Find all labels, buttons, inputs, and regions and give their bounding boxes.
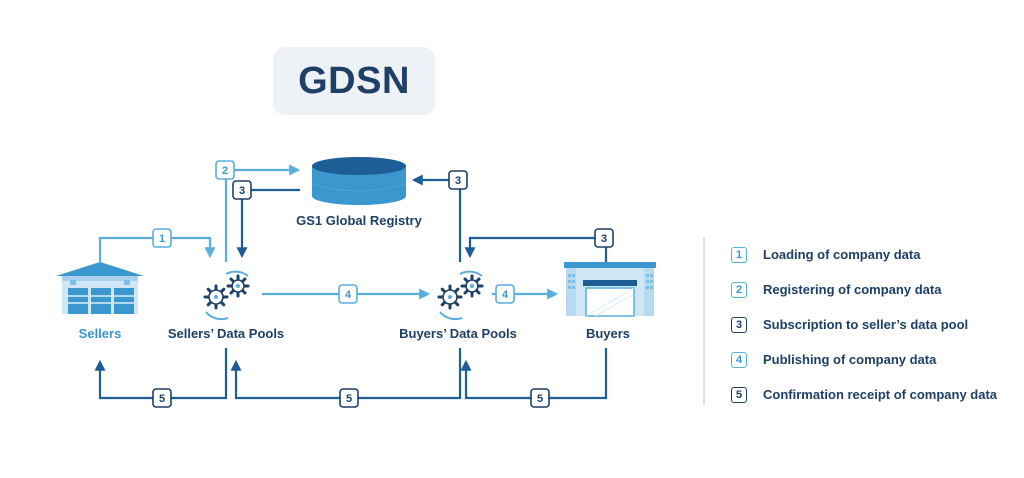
legend-badge: 2 [731,281,747,298]
svg-text:5: 5 [537,393,543,405]
badge-3b: 3 [448,170,468,190]
database-icon [311,157,407,205]
buyers-label: Buyers [585,326,631,341]
title-box: GDSN [273,47,435,115]
badge-4b: 4 [495,284,515,304]
diagram-title: GDSN [298,59,410,102]
legend-badge: 5 [731,386,747,403]
flow-3c-line [464,236,608,262]
badge-3a: 3 [232,180,252,200]
sellers-data-pools-label: Sellers’ Data Pools [167,326,285,341]
svg-text:2: 2 [222,165,228,177]
registry-label: GS1 Global Registry [296,213,422,228]
svg-text:4: 4 [345,289,352,301]
badge-5b: 5 [339,388,359,408]
legend-badge: 1 [731,246,747,263]
svg-text:5: 5 [346,393,352,405]
legend-item-loading: 1 Loading of company data [731,237,997,272]
legend-item-publishing: 4 Publishing of company data [731,342,997,377]
gears-icon [437,270,484,321]
legend-text: Publishing of company data [763,352,937,367]
svg-text:3: 3 [601,233,607,245]
legend-text: Confirmation receipt of company data [763,387,998,402]
badge-2: 2 [215,160,235,180]
svg-text:4: 4 [502,289,509,301]
warehouse-icon [56,262,144,314]
flow-3a-line [236,188,300,259]
svg-text:3: 3 [455,175,461,187]
legend-text: Registering of company data [763,282,942,297]
legend-item-confirmation: 5 Confirmation receipt of company data [731,377,997,412]
legend-item-registering: 2 Registering of company data [731,272,997,307]
badge-5c: 5 [530,388,550,408]
buyers-data-pools-label: Buyers’ Data Pools [399,326,517,341]
legend: 1 Loading of company data 2 Registering … [703,237,997,405]
legend-text: Subscription to seller’s data pool [763,317,969,332]
badge-5a: 5 [152,388,172,408]
sellers-label: Sellers [78,326,122,341]
badge-3c: 3 [594,228,614,248]
legend-badge: 4 [731,351,747,368]
svg-text:3: 3 [239,185,245,197]
legend-badge: 3 [731,316,747,333]
legend-text: Loading of company data [763,247,921,262]
storefront-icon [564,262,656,317]
gears-icon [203,270,250,321]
badge-1: 1 [152,228,172,248]
svg-text:5: 5 [159,393,165,405]
svg-text:1: 1 [159,233,165,245]
badge-4a: 4 [338,284,358,304]
legend-item-subscription: 3 Subscription to seller’s data pool [731,307,997,342]
